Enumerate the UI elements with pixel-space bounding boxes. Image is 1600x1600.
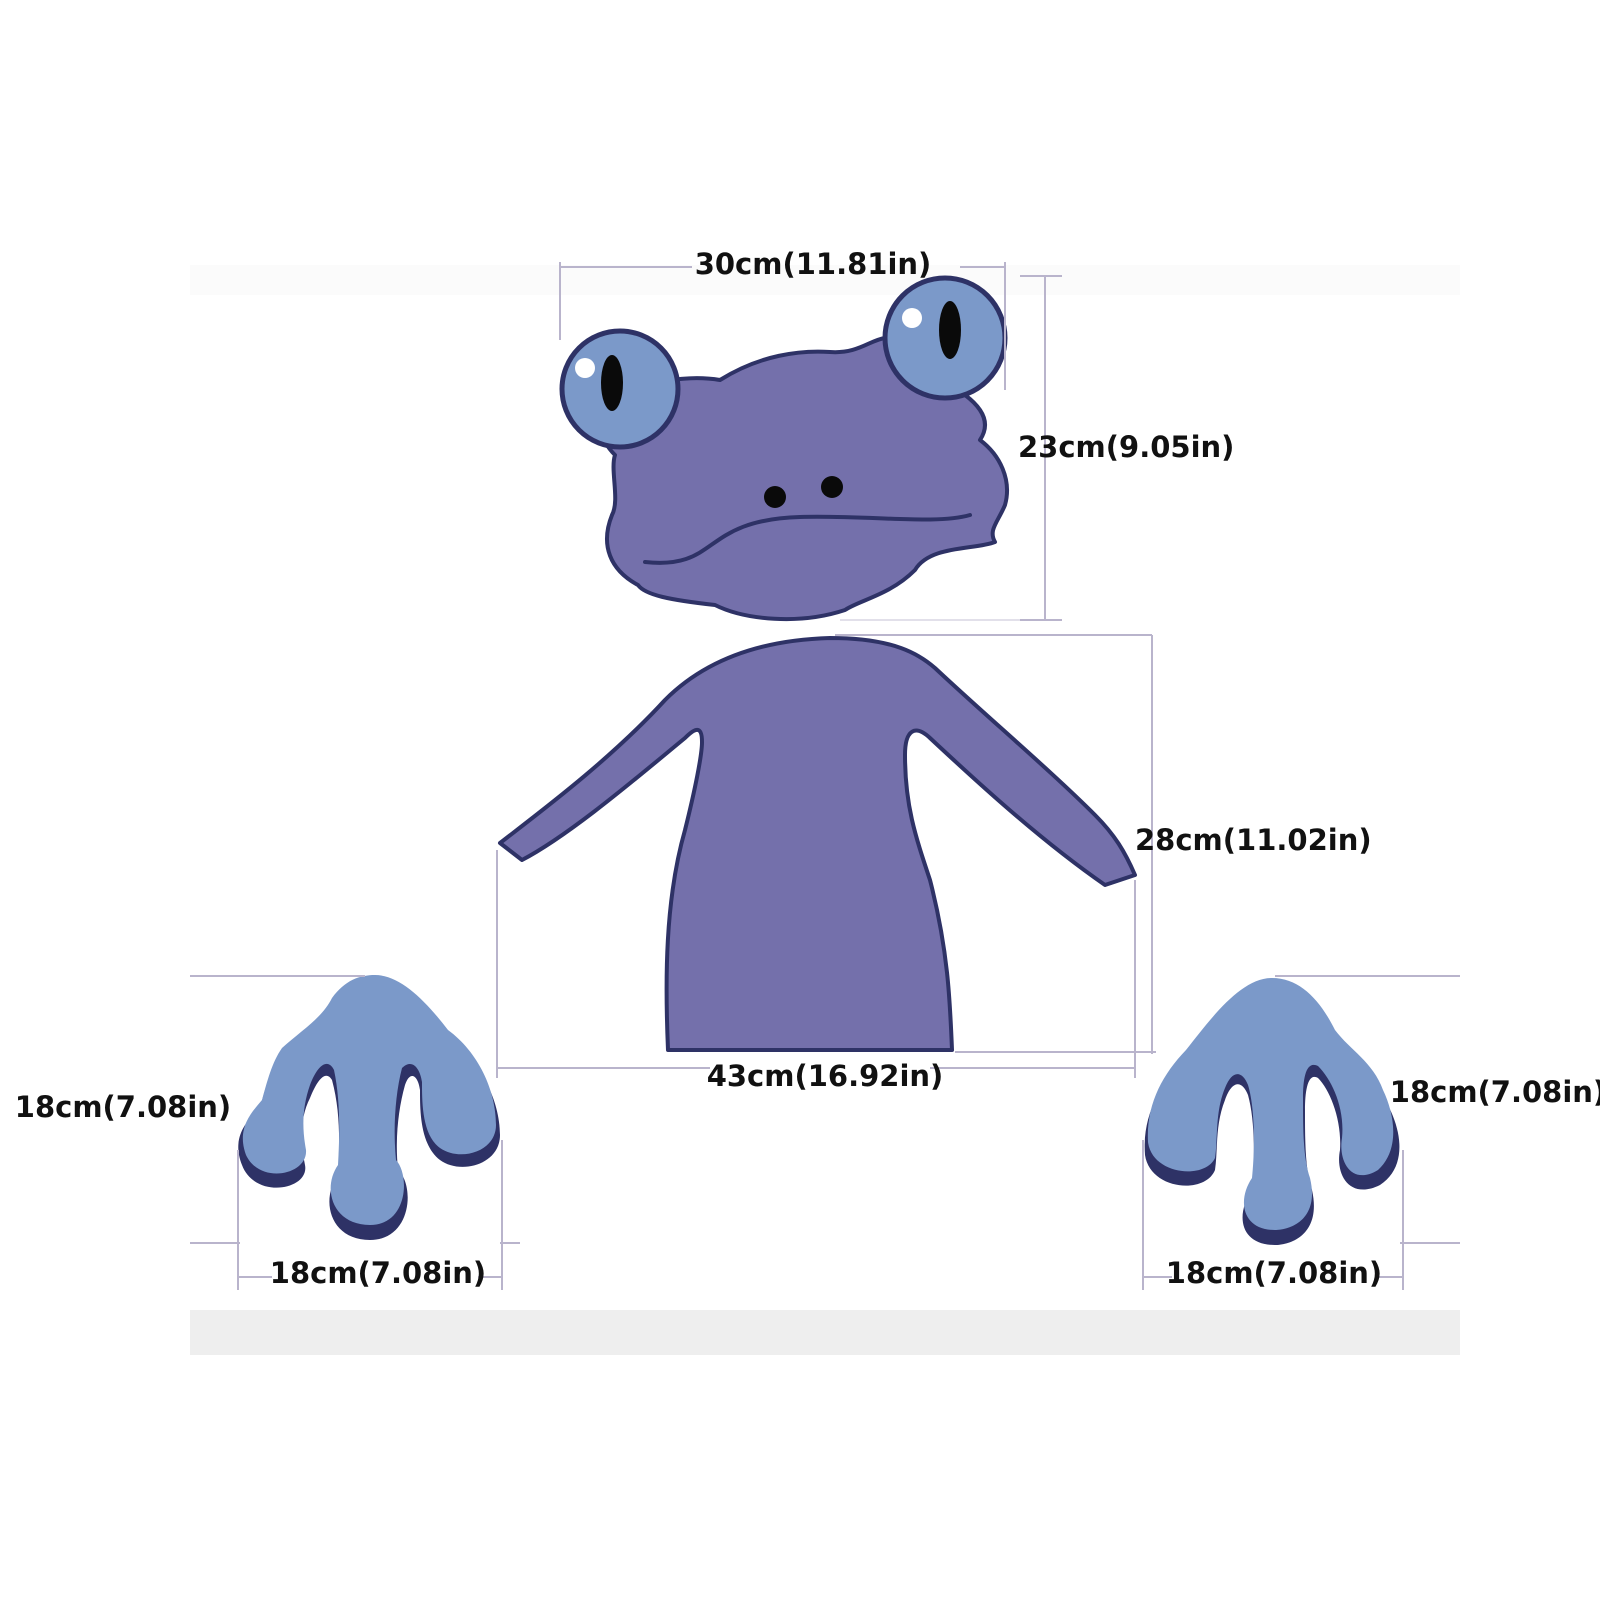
right-foot-shape <box>1147 978 1394 1230</box>
left-foot <box>238 975 500 1240</box>
eye-right-pupil <box>939 301 961 359</box>
torso-shape <box>498 636 1137 1052</box>
torso-width-label: 43cm(16.92in) <box>707 1059 944 1093</box>
left-foot-height-label: 18cm(7.08in) <box>15 1090 231 1124</box>
nostril-right <box>821 476 843 498</box>
floor-band <box>190 1310 1460 1355</box>
nostril-left <box>764 486 786 508</box>
right-foot <box>1144 978 1400 1245</box>
frog-torso <box>498 636 1137 1052</box>
head-height-dimension: 23cm(9.05in) <box>840 275 1234 621</box>
torso-height-label: 28cm(11.02in) <box>1135 823 1372 857</box>
head-height-label: 23cm(9.05in) <box>1018 430 1234 464</box>
right-foot-height-label: 18cm(7.08in) <box>1390 1075 1600 1109</box>
right-foot-dimensions: 18cm(7.08in) 18cm(7.08in) <box>1142 975 1600 1290</box>
head-width-label: 30cm(11.81in) <box>695 247 932 281</box>
left-foot-dimensions: 18cm(7.08in) 18cm(7.08in) <box>15 975 520 1290</box>
left-foot-shape <box>242 975 496 1225</box>
torso-width-dimension: 43cm(16.92in) <box>496 850 1136 1093</box>
mouth-line <box>643 513 972 565</box>
eye-left-pupil <box>601 355 623 411</box>
right-foot-width-label: 18cm(7.08in) <box>1166 1256 1382 1290</box>
backdrop-band <box>190 265 1460 295</box>
head-width-dimension: 30cm(11.81in) <box>559 247 1006 390</box>
left-foot-width-label: 18cm(7.08in) <box>270 1256 486 1290</box>
eye-right <box>882 275 1008 401</box>
eye-right-highlight <box>902 308 922 328</box>
eye-left-highlight <box>575 358 595 378</box>
eye-left <box>559 328 681 450</box>
frog-head <box>559 275 1009 622</box>
torso-height-dimension: 28cm(11.02in) <box>835 634 1372 1054</box>
